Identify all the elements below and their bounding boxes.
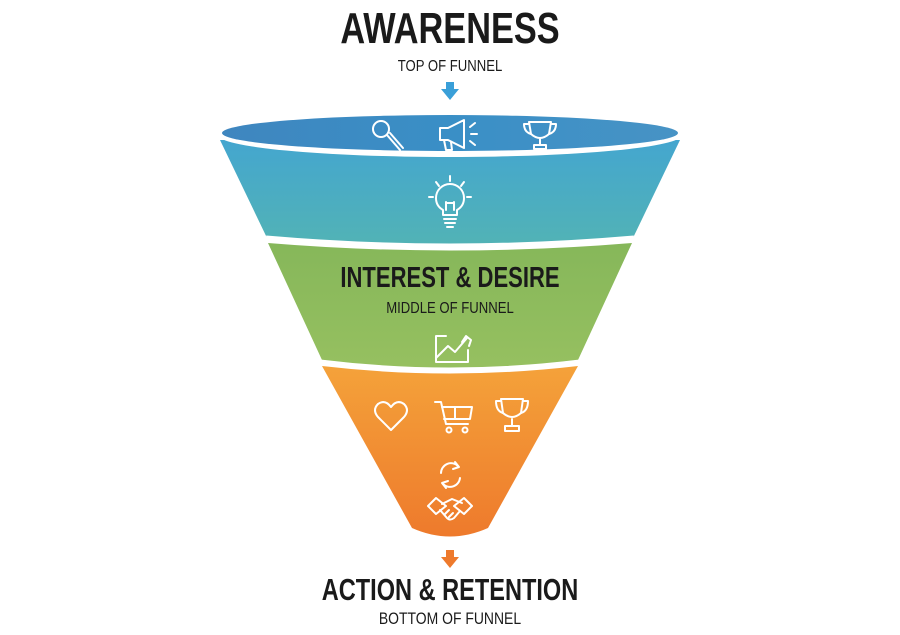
funnel-top-opening — [222, 115, 678, 151]
handshake-icon — [427, 497, 473, 521]
divider — [265, 235, 635, 249]
divider — [319, 359, 581, 373]
growth-chart-icon — [435, 335, 472, 363]
lightbulb-icon — [428, 175, 472, 228]
trophy-icon — [495, 398, 529, 432]
funnel-stage-awareness — [220, 140, 680, 248]
search-icon — [372, 120, 404, 151]
heart-icon — [374, 401, 408, 431]
refresh-cycle-icon — [440, 461, 461, 489]
action-subtitle: BOTTOM OF FUNNEL — [378, 609, 522, 628]
shopping-cart-icon — [434, 401, 473, 434]
awareness-subtitle: TOP OF FUNNEL — [397, 58, 503, 75]
down-arrow-top-icon — [441, 82, 459, 100]
action-title: ACTION & RETENTION — [321, 572, 579, 607]
funnel-stage-action — [322, 366, 578, 537]
funnel-stage-interest — [268, 243, 632, 368]
down-arrow-bottom-icon — [441, 550, 459, 568]
awareness-title: AWARENESS — [340, 4, 560, 53]
trophy-icon — [523, 121, 557, 150]
interest-title: INTEREST & DESIRE — [340, 262, 560, 294]
interest-subtitle: MIDDLE OF FUNNEL — [386, 300, 514, 317]
megaphone-icon — [439, 119, 478, 151]
